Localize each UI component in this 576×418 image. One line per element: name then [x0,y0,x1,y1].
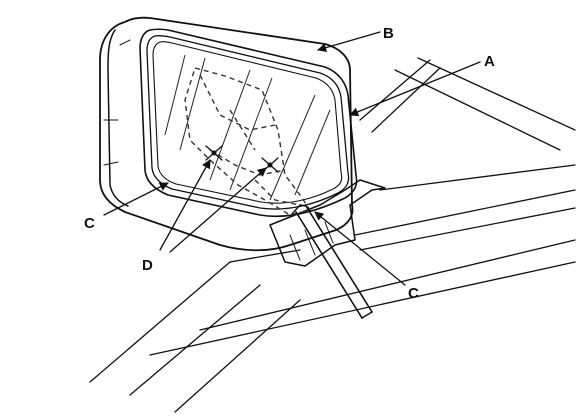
mirror-glass [139,28,358,218]
hidden-actuator [184,67,312,216]
callout-b: B [383,25,394,42]
leader-b [317,31,381,53]
door-outline [89,57,576,413]
callout-c-left: C [84,215,95,232]
leader-d-upper [159,159,211,251]
clip-points [205,145,279,173]
leader-d-lower [169,167,267,253]
callout-a: A [484,53,495,70]
leader-c-right [314,211,406,286]
callout-c-right: C [408,285,419,302]
mirror-base [269,179,386,267]
clip-point-upper [205,145,223,161]
leader-a [349,61,481,117]
leader-c-left [103,182,169,216]
leader-lines [103,31,481,286]
callout-d: D [142,257,153,274]
pry-tool [291,204,373,319]
